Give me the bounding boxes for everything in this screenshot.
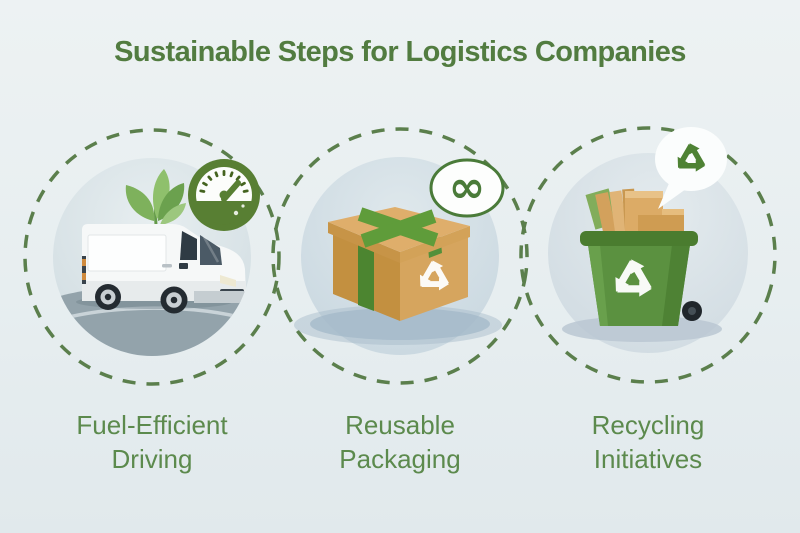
cardboard-boxes bbox=[585, 188, 684, 244]
dashed-ring-1 bbox=[23, 128, 281, 386]
dashed-ring-3 bbox=[519, 126, 777, 384]
van-wheels bbox=[95, 284, 188, 314]
van-illustration bbox=[53, 158, 260, 356]
ribbon-front bbox=[358, 241, 374, 311]
cardboard-box bbox=[328, 207, 470, 321]
recycle-speech-bubble-icon bbox=[655, 127, 727, 209]
delivery-van bbox=[76, 224, 246, 314]
step-fuel-efficient-driving bbox=[24, 129, 280, 385]
bin-illustration bbox=[548, 127, 748, 353]
infinity-icon: ∞ bbox=[429, 158, 505, 218]
step-reusable-packaging: ∞ bbox=[272, 129, 528, 385]
box-illustration: ∞ bbox=[294, 157, 505, 355]
speedometer-icon bbox=[188, 159, 260, 231]
infographic-title: Sustainable Steps for Logistics Companie… bbox=[114, 36, 686, 68]
dashed-ring-2 bbox=[271, 127, 529, 385]
step-label-fuel-efficient-driving: Fuel-Efficient Driving bbox=[76, 410, 228, 475]
svg-text:∞: ∞ bbox=[449, 162, 486, 213]
step-label-recycling-initiatives: Recycling Initiatives bbox=[591, 410, 705, 475]
step-recycling-initiatives bbox=[520, 127, 776, 383]
ribbon-cross bbox=[357, 207, 439, 248]
leaves-icon bbox=[125, 169, 186, 226]
step-label-reusable-packaging: Reusable Packaging bbox=[339, 410, 461, 475]
recycling-bin bbox=[580, 231, 702, 326]
